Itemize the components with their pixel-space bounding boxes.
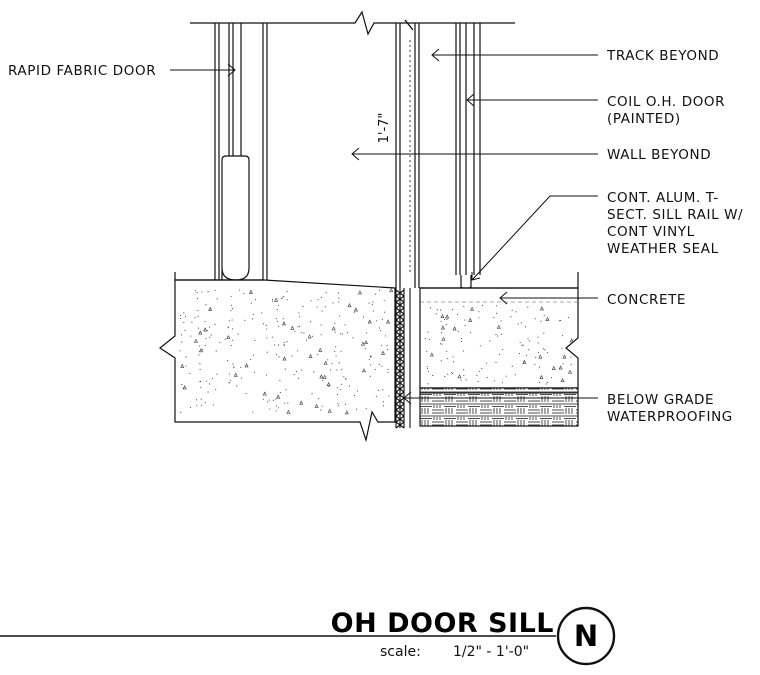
expansion-joint	[395, 288, 411, 429]
title-block: OH DOOR SILL scale: 1/2" - 1'-0" N	[0, 606, 616, 666]
label-sill-rail-4: WEATHER SEAL	[607, 241, 719, 257]
label-waterproofing-2: WATERPROOFING	[607, 409, 733, 425]
wall-and-track	[395, 19, 481, 290]
detail-mark-letter: N	[574, 619, 598, 653]
dimension-1-7: 1'-7"	[377, 113, 392, 144]
scale-value: 1/2" - 1'-0"	[453, 644, 529, 660]
drawing-title: OH DOOR SILL	[331, 608, 554, 639]
leader-lines	[170, 48, 598, 405]
label-sill-rail-2: SECT. SILL RAIL W/	[607, 207, 743, 223]
top-break-line	[190, 10, 515, 36]
concrete-stipple	[179, 288, 574, 415]
label-rapid-fabric-door: RAPID FABRIC DOOR	[8, 63, 156, 79]
label-waterproofing-1: BELOW GRADE	[607, 392, 714, 408]
label-coil-door-2: (PAINTED)	[607, 111, 681, 127]
label-sill-rail-3: CONT VINYL	[607, 224, 695, 240]
rapid-fabric-door	[214, 23, 268, 281]
label-track-beyond: TRACK BEYOND	[606, 48, 719, 64]
dimension-text: 1'-7"	[377, 113, 392, 144]
concrete-slab	[158, 272, 579, 443]
callouts: RAPID FABRIC DOOR TRACK BEYOND COIL O.H.…	[8, 48, 743, 425]
label-wall-beyond: WALL BEYOND	[607, 147, 711, 163]
below-grade-waterproofing	[419, 387, 579, 427]
label-coil-door-1: COIL O.H. DOOR	[607, 94, 725, 110]
label-sill-rail-1: CONT. ALUM. T-	[607, 190, 719, 206]
scale-label: scale:	[380, 644, 421, 660]
label-concrete: CONCRETE	[607, 292, 686, 308]
detail-mark-circle	[556, 606, 616, 666]
